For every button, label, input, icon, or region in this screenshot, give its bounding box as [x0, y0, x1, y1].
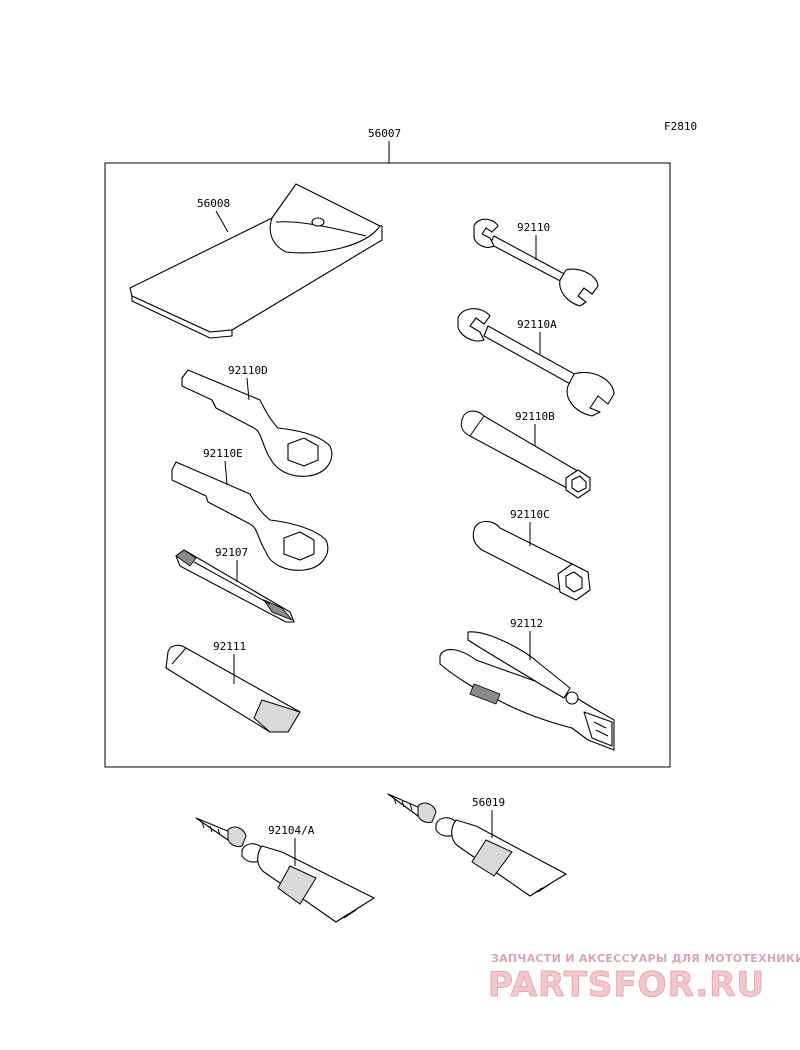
watermark-subtitle: ЗАПЧАСТИ И АКСЕССУАРЫ ДЛЯ МОТОТЕХНИКИ — [491, 952, 800, 965]
handle-bar[interactable] — [165, 644, 301, 733]
tool-pouch[interactable] — [129, 183, 383, 339]
label-92110[interactable]: 92110 — [517, 221, 550, 234]
grease-tube-a[interactable] — [195, 817, 375, 923]
label-92107[interactable]: 92107 — [215, 546, 248, 559]
label-92104a[interactable]: 92104/A — [268, 824, 315, 837]
leader-92110e — [224, 460, 228, 485]
ring-wrench-d[interactable] — [181, 369, 333, 477]
leader-92110d — [246, 377, 250, 401]
open-wrench-large[interactable] — [457, 308, 615, 417]
label-92110e[interactable]: 92110E — [203, 447, 243, 460]
box-wrench-b[interactable] — [460, 410, 591, 499]
grease-tube-b[interactable] — [387, 793, 567, 897]
label-92110b[interactable]: 92110B — [515, 410, 555, 423]
label-92110c[interactable]: 92110C — [510, 508, 550, 521]
box-wrench-c[interactable] — [472, 520, 591, 601]
screwdriver-bit[interactable] — [175, 549, 295, 623]
pliers[interactable] — [439, 631, 615, 751]
label-92110d[interactable]: 92110D — [228, 364, 268, 377]
leader-56008 — [215, 210, 229, 233]
watermark-logo: PARTSFOR.RU — [488, 965, 765, 1005]
figure-code: F2810 — [664, 120, 697, 133]
label-56007[interactable]: 56007 — [368, 127, 401, 140]
ring-wrench-e[interactable] — [171, 461, 329, 571]
label-92111[interactable]: 92111 — [213, 640, 246, 653]
label-56008[interactable]: 56008 — [197, 197, 230, 210]
label-92112[interactable]: 92112 — [510, 617, 543, 630]
label-92110a[interactable]: 92110A — [517, 318, 557, 331]
kit-frame — [104, 162, 671, 768]
label-56019[interactable]: 56019 — [472, 796, 505, 809]
open-wrench-small[interactable] — [473, 218, 599, 307]
